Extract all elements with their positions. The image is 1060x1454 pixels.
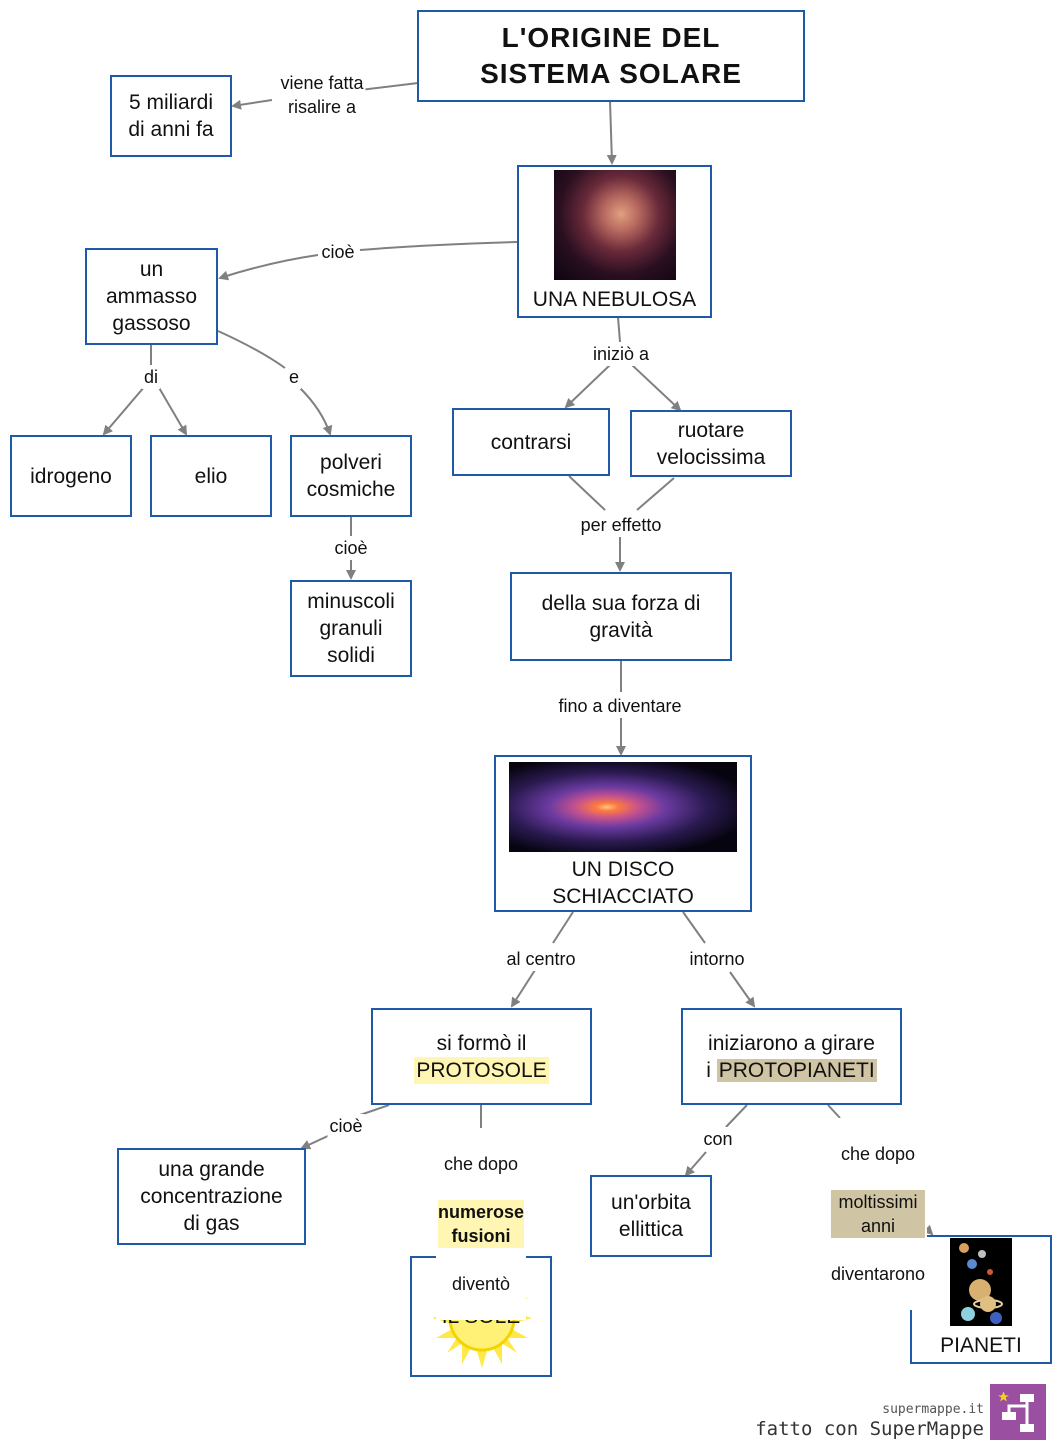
label-with: con	[701, 1127, 735, 1151]
label-around: intorno	[687, 947, 747, 971]
protosun-line2: PROTOSOLE	[414, 1056, 549, 1084]
edge-nebula-began	[617, 316, 621, 343]
nebula-text: UNA NEBULOSA	[532, 288, 697, 311]
nebula-node[interactable]: UNA NEBULOSA	[517, 165, 712, 318]
planets-icon	[959, 1243, 1003, 1324]
edge-title-years	[359, 82, 419, 91]
title-node[interactable]: L'ORIGINE DEL SISTEMA SOLARE	[417, 10, 805, 102]
edge-nebula-gas-2	[218, 254, 319, 281]
edge-disc-center	[552, 911, 574, 944]
label-traced: viene fatta risalire a	[278, 71, 366, 119]
label-e: e	[286, 365, 302, 389]
contract-node[interactable]: contrarsi	[452, 408, 610, 476]
gas-mass-node[interactable]: un ammasso gassoso	[85, 248, 218, 345]
edge-protoplanets-then2	[827, 1104, 841, 1119]
nebula-image	[553, 170, 676, 280]
planets-text: PIANETI	[940, 1334, 1022, 1357]
label-di: di	[141, 365, 161, 389]
label-center: al centro	[504, 947, 578, 971]
supermappe-logo-icon	[990, 1384, 1046, 1440]
protosun-node[interactable]: si formò il PROTOSOLE	[371, 1008, 592, 1105]
contract-text: contrarsi	[490, 430, 572, 454]
label-then-planets: che dopo moltissimi anni diventarono	[828, 1118, 928, 1310]
gravity-node[interactable]: della sua forza di gravità	[510, 572, 732, 661]
edge-protoplanets-with	[725, 1104, 748, 1128]
logo-mark	[998, 1391, 1034, 1432]
years-text: 5 miliardi di anni fa	[128, 91, 214, 141]
protoplanets-line2: PROTOPIANETI	[716, 1058, 877, 1082]
edge-protosun-cioe	[359, 1104, 390, 1116]
edge-contract-effect	[568, 475, 606, 511]
label-began: iniziò a	[590, 342, 652, 366]
label-then-sun-b: numerose fusioni	[437, 1200, 525, 1248]
edge-began-rotate	[631, 364, 682, 412]
gas-concentration-text: una grande concentrazione di gas	[140, 1158, 283, 1235]
edge-di-hydrogen	[102, 385, 146, 436]
dust-node[interactable]: polveri cosmiche	[290, 435, 412, 517]
protoplanets-node[interactable]: iniziarono a girare i PROTOPIANETI	[681, 1008, 902, 1105]
edge-nebula-gas	[359, 241, 518, 251]
label-cioe-1: cioè	[319, 240, 357, 264]
disc-node[interactable]: UN DISCO SCHIACCIATO	[494, 755, 752, 912]
edge-around-protoplanets	[729, 971, 756, 1008]
years-node[interactable]: 5 miliardi di anni fa	[110, 75, 232, 157]
granules-node[interactable]: minuscoli granuli solidi	[290, 580, 412, 677]
label-then-planets-a: che dopo	[840, 1144, 916, 1164]
edge-di-helium	[157, 385, 188, 436]
protosun-line1: si formò il	[436, 1031, 527, 1055]
gravity-text: della sua forza di gravità	[541, 591, 701, 642]
label-cioe-3: cioè	[327, 1114, 365, 1138]
edge-cioe-gasconc	[300, 1134, 331, 1150]
edge-rotate-effect	[636, 477, 675, 511]
label-until: fino a diventare	[556, 694, 684, 718]
orbit-text: un'orbita ellittica	[611, 1191, 691, 1241]
brand-made-with[interactable]: fatto con SuperMappe	[755, 1418, 984, 1440]
edge-e-dust	[299, 387, 333, 436]
rotate-text: ruotare velocissima	[656, 418, 766, 469]
protoplanets-prefix: i	[706, 1058, 717, 1082]
edge-with-orbit	[684, 1151, 707, 1177]
edge-gas-e	[217, 330, 286, 369]
rotate-node[interactable]: ruotare velocissima	[630, 410, 792, 477]
disc-text: UN DISCO SCHIACCIATO	[552, 858, 694, 908]
edge-title-nebula	[606, 100, 617, 165]
gas-mass-text: un ammasso gassoso	[105, 258, 198, 335]
planets-image	[950, 1238, 1012, 1326]
protoplanets-line2-wrap: i PROTOPIANETI	[706, 1057, 877, 1084]
label-then-planets-c: diventarono	[830, 1264, 926, 1284]
hydrogen-node[interactable]: idrogeno	[10, 435, 132, 517]
orbit-node[interactable]: un'orbita ellittica	[590, 1175, 712, 1257]
edge-center-protosun	[510, 969, 536, 1008]
label-effect: per effetto	[578, 513, 664, 537]
label-then-sun-c: diventò	[451, 1274, 511, 1294]
edge-title-years-2	[231, 99, 273, 110]
brand-site[interactable]: supermappe.it	[882, 1402, 984, 1417]
helium-node[interactable]: elio	[150, 435, 272, 517]
edge-disc-around	[682, 911, 706, 944]
planets-node[interactable]: PIANETI	[910, 1235, 1052, 1364]
gas-concentration-node[interactable]: una grande concentrazione di gas	[117, 1148, 306, 1245]
helium-text: elio	[194, 464, 228, 488]
hydrogen-text: idrogeno	[30, 464, 112, 488]
edge-began-contract	[564, 364, 611, 409]
granules-text: minuscoli granuli solidi	[307, 590, 395, 667]
title-text: L'ORIGINE DEL SISTEMA SOLARE	[480, 22, 742, 89]
label-then-sun: che dopo numerose fusioni diventò	[435, 1128, 527, 1320]
disc-image	[509, 762, 737, 852]
label-cioe-2: cioè	[332, 536, 370, 560]
dust-text: polveri cosmiche	[306, 451, 396, 501]
label-then-sun-a: che dopo	[443, 1154, 519, 1174]
label-then-planets-b: moltissimi anni	[830, 1190, 926, 1238]
protoplanets-line1: iniziarono a girare	[708, 1031, 875, 1055]
